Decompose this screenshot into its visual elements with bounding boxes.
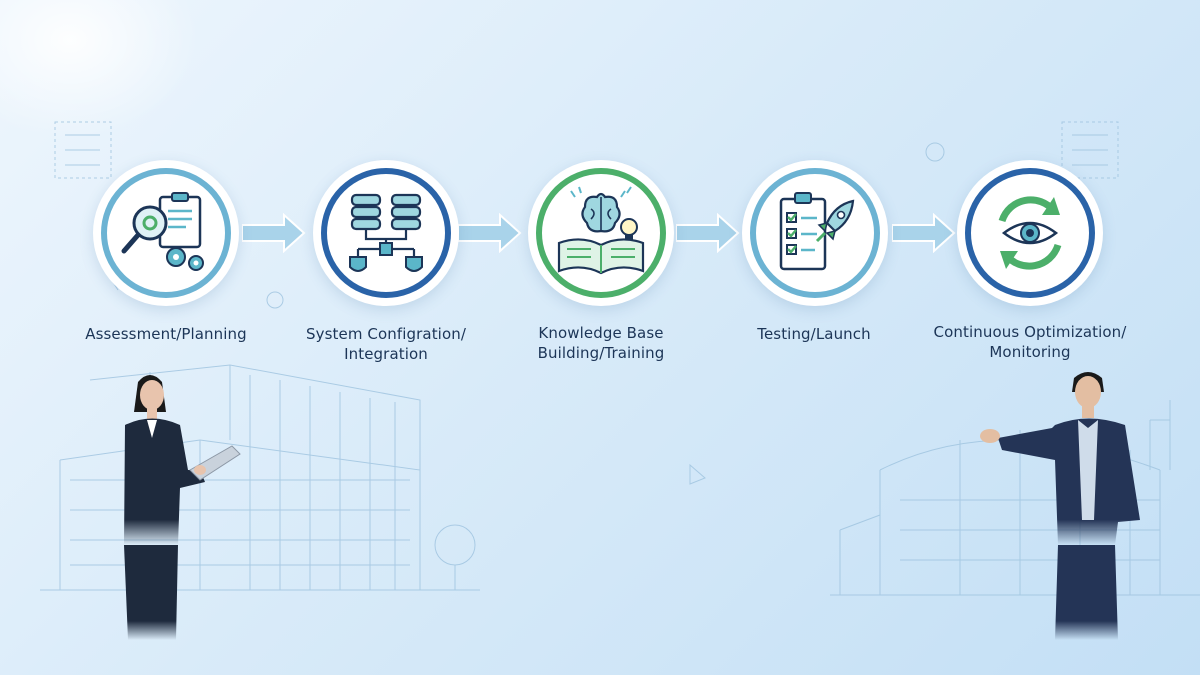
light-glow [0,0,200,140]
step-label: Continuous Optimization/ Monitoring [915,322,1145,362]
flow-arrow [676,213,740,253]
brain-book-icon [557,186,645,275]
step-label-line2: Building/Training [537,344,665,362]
step-system-configuration [313,160,459,306]
flow-arrow [458,213,522,253]
checklist-rocket-icon [779,192,855,271]
step-label: Testing/Launch [704,324,924,344]
step-testing-launch [742,160,888,306]
step-label-line1: Testing/Launch [757,325,871,343]
flow-arrow [242,213,306,253]
step-ring [528,160,674,306]
step-label-line1: System Configration/ [306,325,466,343]
step-assessment-planning [93,160,239,306]
step-label-line2: Monitoring [989,343,1071,361]
step-label: System Configration/ Integration [276,324,496,364]
step-label-line2: Integration [344,345,428,363]
woman-presenter [124,375,241,640]
database-network-icon [349,193,423,272]
flow-arrow [892,213,956,253]
eye-cycle-icon [998,196,1062,270]
step-label-line1: Assessment/Planning [85,325,247,343]
step-label-line1: Continuous Optimization/ [933,323,1127,341]
step-continuous-optimization [957,160,1103,306]
magnifier-gears-icon [121,192,204,271]
step-knowledge-base [528,160,674,306]
man-presenter [980,372,1140,640]
step-label: Assessment/Planning [56,324,276,344]
step-label: Knowledge Base Building/Training [491,323,711,363]
step-label-line1: Knowledge Base [538,324,664,342]
step-ring [313,160,459,306]
